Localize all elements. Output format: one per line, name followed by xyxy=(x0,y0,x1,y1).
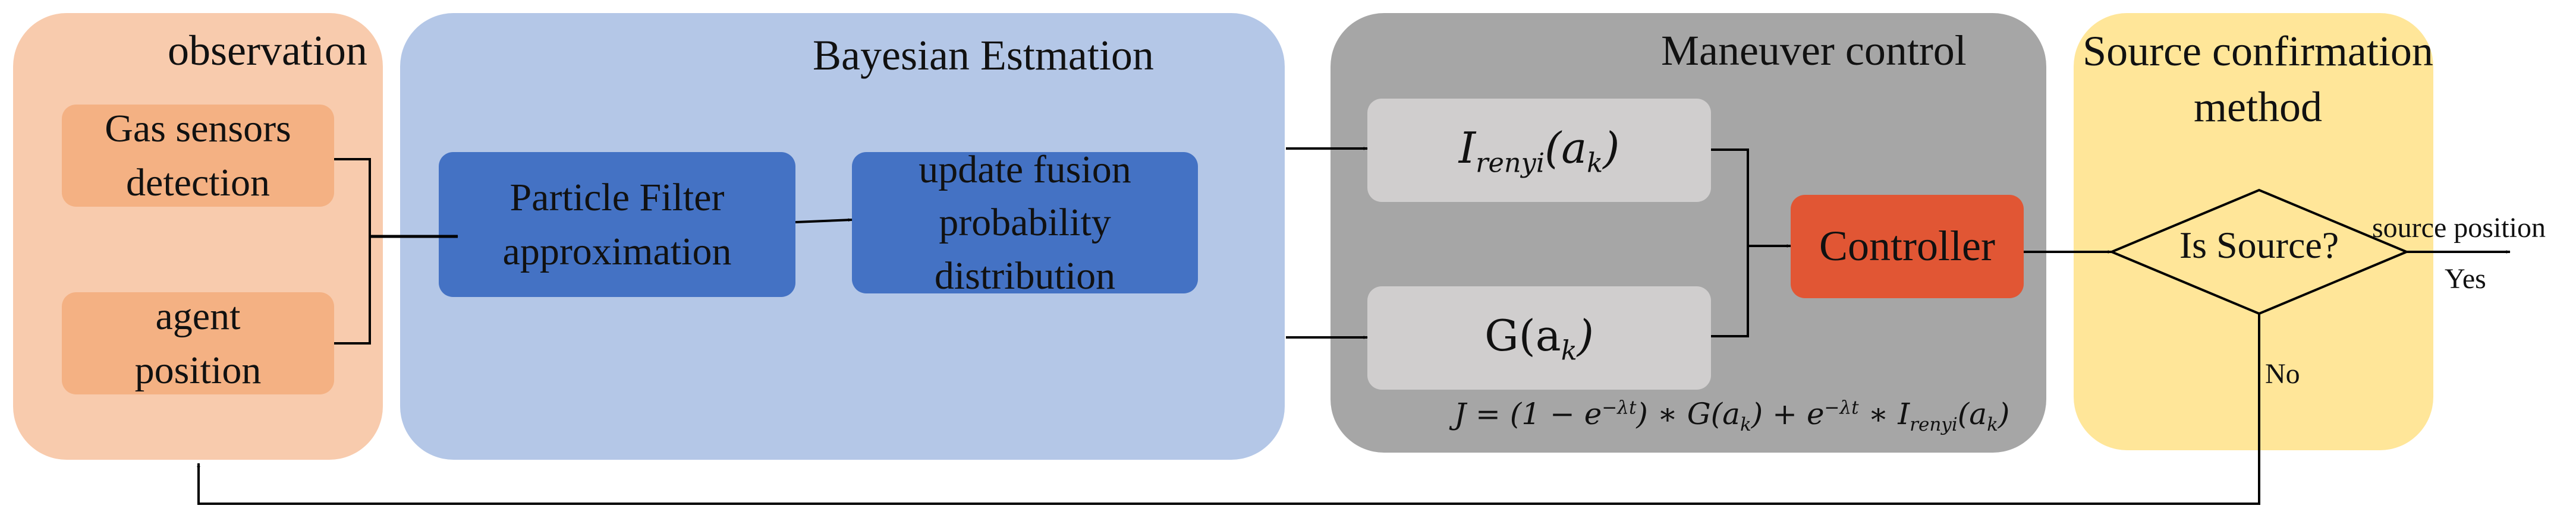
particle-filter-node: Particle Filter approximation xyxy=(439,152,795,297)
agent-position-node: agent position xyxy=(62,292,334,394)
gain-arg-subscript: k xyxy=(1561,335,1577,366)
formula-subscript-2: renyi xyxy=(1910,414,1958,435)
controller-node: Controller xyxy=(1791,195,2024,298)
gain-close: ) xyxy=(1577,311,1594,361)
source-confirmation-title-line2: method xyxy=(2194,83,2322,131)
gain-base: G(a xyxy=(1484,311,1561,361)
formula-part-5: (a xyxy=(1957,397,1987,431)
update-fusion-line3: distribution xyxy=(934,254,1116,298)
particle-filter-line1: Particle Filter xyxy=(509,175,725,219)
maneuver-control-title: Maneuver control xyxy=(1661,27,1967,74)
source-confirmation-title: Source confirmation method xyxy=(2068,24,2448,135)
update-fusion-line1: update fusion xyxy=(919,148,1131,192)
update-fusion-line2: probability xyxy=(939,201,1111,245)
gain-node: G(ak) xyxy=(1367,286,1711,390)
gas-sensors-detection-node: Gas sensors detection xyxy=(62,105,334,207)
particle-filter-line2: approximation xyxy=(502,230,732,273)
gain-label: G(ak) xyxy=(1484,307,1594,369)
yes-label: Yes xyxy=(2445,263,2486,295)
gas-sensors-line1: Gas sensors xyxy=(105,106,291,150)
renyi-information-node: Irenyi(ak) xyxy=(1367,99,1711,202)
no-label: No xyxy=(2265,358,2300,390)
observation-title: observation xyxy=(168,27,367,74)
bayesian-estimation-title: Bayesian Estmation xyxy=(813,31,1154,79)
source-confirmation-title-line1: Source confirmation xyxy=(2083,27,2433,75)
renyi-close: ) xyxy=(1603,123,1620,173)
agent-position-line2: position xyxy=(134,349,262,392)
source-position-label: source position xyxy=(2372,212,2546,244)
formula-exponent-2: −λt xyxy=(1824,397,1859,419)
formula-subscript-1: k xyxy=(1740,414,1751,435)
edge-decision-no-loop xyxy=(197,311,2260,505)
renyi-arg: (a xyxy=(1545,123,1587,173)
is-source-decision-label: Is Source? xyxy=(2179,224,2339,266)
renyi-label: Irenyi(ak) xyxy=(1459,119,1620,182)
objective-formula: J = (1 − e−λt) ∗ G(ak) + e−λt ∗ Irenyi(a… xyxy=(1454,397,2009,435)
formula-part-6: ) xyxy=(1998,397,2010,431)
gas-sensors-line2: detection xyxy=(126,161,270,204)
formula-part-2: ) ∗ G(a xyxy=(1636,397,1740,431)
formula-part-3: ) + e xyxy=(1751,397,1825,431)
edge-renyi-gain-merge xyxy=(1711,149,1749,337)
edge-particle-filter-to-fusion xyxy=(795,218,853,223)
formula-part-4: ∗ I xyxy=(1858,397,1910,431)
renyi-subscript: renyi xyxy=(1476,147,1545,179)
formula-exponent-1: −λt xyxy=(1602,397,1637,419)
formula-part-1: J = (1 − e xyxy=(1454,397,1602,431)
formula-subscript-3: k xyxy=(1987,414,1998,435)
is-source-decision-diamond xyxy=(2108,188,2410,315)
controller-label: Controller xyxy=(1819,222,1995,270)
agent-position-line1: agent xyxy=(155,294,241,338)
update-fusion-node: update fusion probability distribution xyxy=(852,148,1198,298)
renyi-base: I xyxy=(1458,123,1476,173)
edge-gas-sensors-merge xyxy=(334,158,371,345)
renyi-arg-subscript: k xyxy=(1587,147,1603,179)
